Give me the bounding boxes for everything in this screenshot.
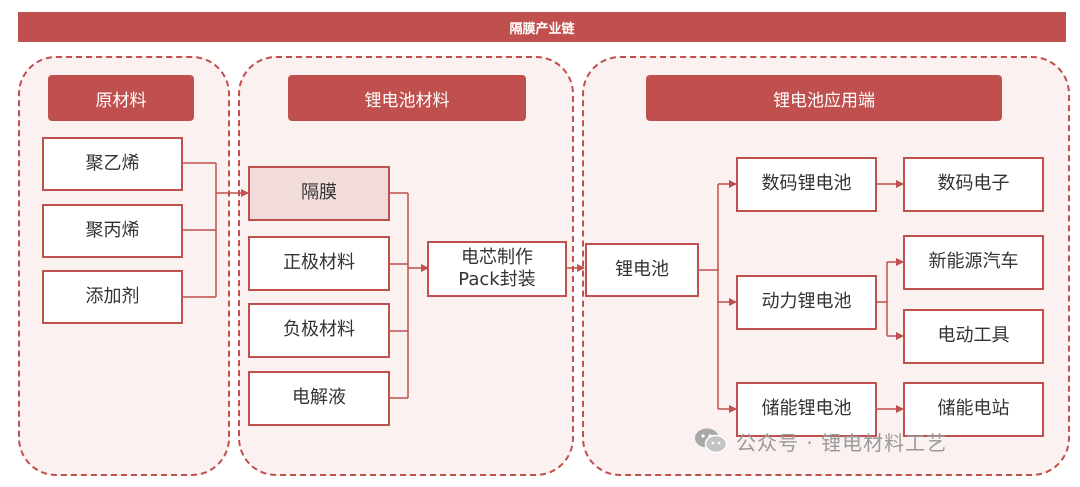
node-cell-pack-line1: 电芯制作	[461, 246, 533, 268]
node-lithium-battery: 锂电池	[585, 243, 699, 297]
node-cell-pack-line2: Pack封装	[458, 269, 536, 290]
section-raw-materials	[18, 56, 230, 476]
node-polypropylene: 聚丙烯	[42, 204, 183, 258]
node-power-tools: 电动工具	[903, 309, 1044, 364]
diagram-title: 隔膜产业链	[18, 12, 1066, 42]
node-cell-pack: 电芯制作 Pack封装	[427, 241, 567, 297]
watermark-text: 公众号 · 锂电材料工艺	[736, 430, 948, 455]
node-digital-electronics: 数码电子	[903, 157, 1044, 212]
node-digital-battery: 数码锂电池	[736, 157, 877, 212]
node-power-battery: 动力锂电池	[736, 275, 877, 330]
watermark: 公众号 · 锂电材料工艺	[694, 424, 947, 458]
section-header-application: 锂电池应用端	[646, 75, 1002, 121]
node-cathode-material: 正极材料	[248, 236, 390, 291]
node-electrolyte: 电解液	[248, 371, 390, 426]
node-new-energy-vehicle: 新能源汽车	[903, 235, 1044, 290]
node-additive: 添加剂	[42, 270, 183, 324]
wechat-icon	[695, 428, 728, 454]
node-anode-material: 负极材料	[248, 303, 390, 358]
node-storage-battery: 储能锂电池	[736, 382, 877, 437]
section-header-raw: 原材料	[48, 75, 194, 121]
node-polyethylene: 聚乙烯	[42, 137, 183, 191]
node-separator: 隔膜	[248, 166, 390, 221]
section-header-materials: 锂电池材料	[288, 75, 526, 121]
node-storage-station: 储能电站	[903, 382, 1044, 437]
